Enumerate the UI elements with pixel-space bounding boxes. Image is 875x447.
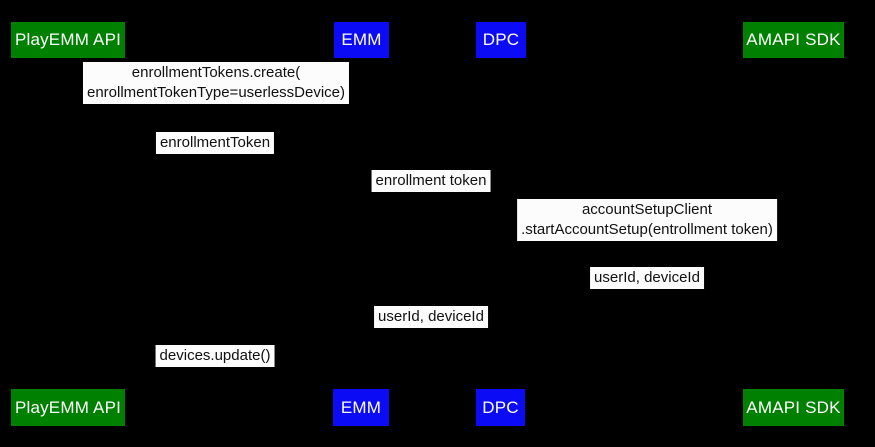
- actor-dpc-bottom: DPC: [476, 389, 525, 426]
- actor-emm-top: EMM: [334, 22, 389, 58]
- message-devices-update: devices.update(): [155, 345, 275, 367]
- message-enrollment-token-to-dpc: enrollment token: [371, 170, 491, 192]
- actor-dpc-top: DPC: [476, 22, 526, 58]
- actor-playemm-api-top: PlayEMM API: [11, 22, 125, 58]
- actor-playemm-api-bottom: PlayEMM API: [11, 389, 125, 426]
- actor-emm-bottom: EMM: [333, 389, 389, 426]
- actor-amapi-sdk-top: AMAPI SDK: [743, 22, 844, 58]
- message-start-account-setup: accountSetupClient .startAccountSetup(en…: [517, 199, 777, 241]
- message-userid-deviceid-to-dpc: userId, deviceId: [590, 267, 704, 289]
- message-enrollment-tokens-create: enrollmentTokens.create( enrollmentToken…: [82, 62, 350, 104]
- message-enrollment-token-response: enrollmentToken: [155, 132, 275, 154]
- actor-amapi-sdk-bottom: AMAPI SDK: [743, 389, 844, 426]
- message-userid-deviceid-to-emm: userId, deviceId: [374, 306, 488, 328]
